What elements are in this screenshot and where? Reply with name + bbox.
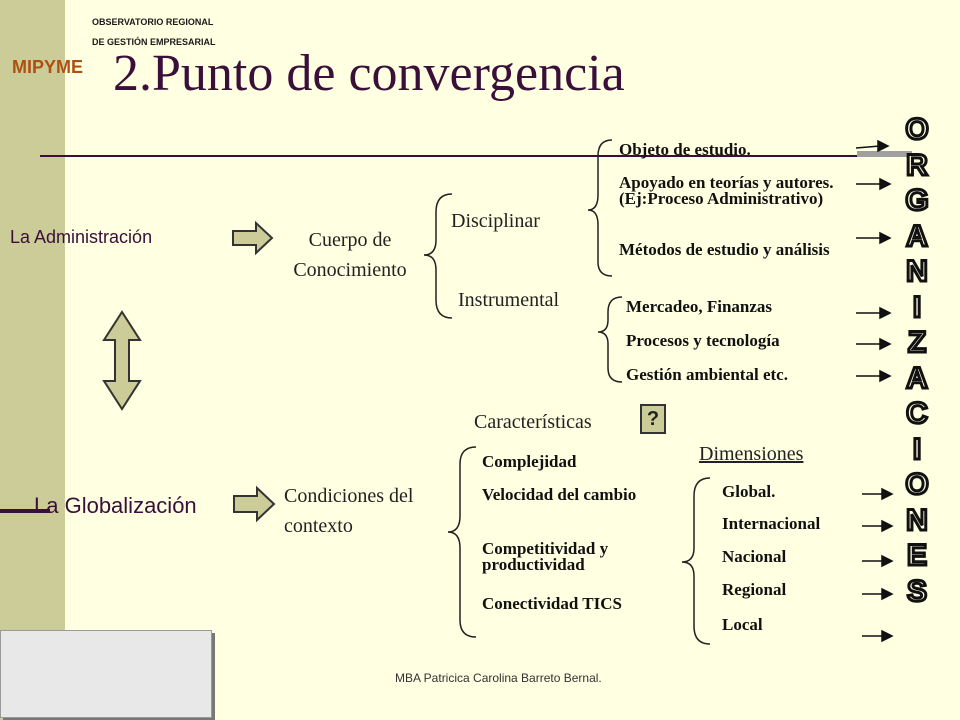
disciplinar-label: Disciplinar <box>451 210 540 232</box>
footer-author: MBA Patricica Carolina Barreto Bernal. <box>395 671 602 685</box>
pointer-arrows <box>855 139 894 643</box>
vertical-letter: Z <box>906 325 927 361</box>
instrumental-item: Procesos y tecnología <box>626 331 780 350</box>
instrumental-label: Instrumental <box>458 289 560 311</box>
vertical-letter: N <box>905 254 930 290</box>
administracion-label: La Administración <box>10 227 153 247</box>
brace-disciplinar <box>587 139 613 277</box>
vertical-letter: A <box>905 218 930 254</box>
left-sidebar-band <box>0 0 65 720</box>
dimension-item: Nacional <box>722 547 787 566</box>
logo-text-line1: OBSERVATORIO REGIONAL <box>92 17 214 27</box>
dimension-item: Internacional <box>722 514 821 533</box>
vertical-letter: A <box>905 360 930 396</box>
instrumental-item: Gestión ambiental etc. <box>626 365 788 384</box>
block-arrow-right-icon <box>232 220 274 256</box>
disciplinar-item: Apoyado en teorías y autores.(Ej:Proceso… <box>619 173 834 208</box>
vertical-letter: R <box>905 147 930 183</box>
dimension-item: Regional <box>722 580 787 599</box>
left-accent-line <box>0 509 50 513</box>
vertical-letter: G <box>904 183 930 219</box>
vertical-letter: I <box>911 431 922 467</box>
vertical-letter: I <box>911 289 922 325</box>
slide-title: 2.Punto de convergencia <box>113 45 625 102</box>
dimension-item: Local <box>722 615 763 634</box>
brace-dimensiones <box>681 477 711 645</box>
title-underline <box>40 155 900 157</box>
dimensiones-header: Dimensiones <box>699 443 804 465</box>
cuerpo-conocimiento-label: Cuerpo de Conocimiento <box>293 229 407 281</box>
vertical-letter: O <box>904 467 930 503</box>
disciplinar-item: Métodos de estudio y análisis <box>619 240 830 259</box>
logo-text-line2: DE GESTIÓN EMPRESARIAL <box>92 37 216 47</box>
vertical-letter: N <box>905 502 930 538</box>
brace-caracteristicas <box>447 446 477 638</box>
block-arrow-right-icon <box>233 485 276 523</box>
logo-box <box>0 630 212 718</box>
vertical-letter: S <box>905 573 928 609</box>
vertical-letter: C <box>905 396 930 432</box>
dimension-item: Global. <box>722 482 776 501</box>
brace-instrumental <box>597 296 623 383</box>
caracteristica-item: Conectividad TICS <box>482 594 622 613</box>
globalizacion-label: La Globalización <box>34 493 197 518</box>
disciplinar-item: Objeto de estudio. <box>619 140 751 159</box>
instrumental-item: Mercadeo, Finanzas <box>626 297 773 316</box>
question-button[interactable]: ? <box>640 404 666 434</box>
logo-name: MIPYME <box>12 57 84 77</box>
condiciones-contexto-label: Condiciones del contexto <box>284 485 414 537</box>
title-underline-accent <box>857 151 912 157</box>
brace-cuerpo <box>423 193 453 319</box>
caracteristica-item: Velocidad del cambio <box>482 485 637 504</box>
vertical-letter: O <box>904 112 930 148</box>
caracteristicas-header: Características <box>474 411 592 433</box>
double-arrow-vertical-icon <box>102 310 142 411</box>
caracteristica-item: Complejidad <box>482 452 577 471</box>
caracteristica-item: Competitividad y productividad <box>482 539 609 574</box>
vertical-letter: E <box>905 538 928 574</box>
